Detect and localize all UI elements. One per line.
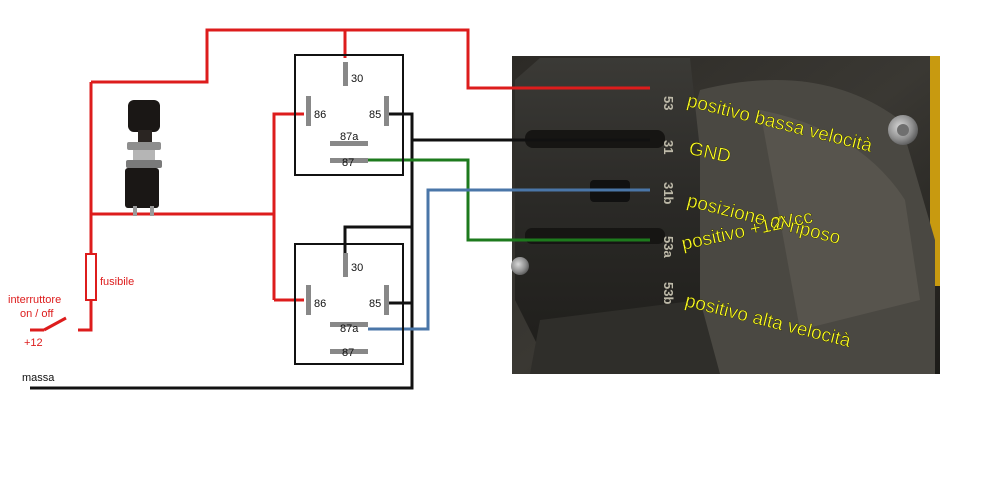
connector-pin-53a: 53a [661, 236, 676, 258]
wire-blue [368, 188, 650, 331]
switch-label-line2: on / off [20, 308, 54, 320]
bolt-icon [888, 115, 918, 145]
wire-red-86 [272, 112, 304, 300]
push-button-switch-icon [125, 100, 162, 216]
toggle-switch-icon [30, 316, 67, 332]
fuse-label: fusibile [100, 276, 134, 288]
wires [30, 28, 650, 390]
wire-red-fuse-bottom [78, 300, 93, 332]
wire-red-feed-top [91, 28, 650, 90]
relay-bottom-pin-85: 85 [369, 298, 381, 310]
wire-green [368, 158, 650, 242]
connector-photo: 53 31 31b 53a 53b positivo bassa velocit… [511, 56, 940, 374]
connector-pin-53b: 53b [661, 282, 676, 304]
connector-pin-31: 31 [661, 140, 676, 154]
relay-bottom-pin-87: 87 [342, 347, 354, 359]
wire-ground [30, 112, 414, 390]
relay-top: 30 86 85 87a 87 [294, 54, 404, 176]
relay-bottom-pin-86: 86 [314, 298, 326, 310]
relay-top-pin-87: 87 [342, 157, 354, 169]
fuse-icon [85, 253, 97, 301]
switch-label-line1: interruttore [8, 294, 61, 306]
relay-top-pin-85: 85 [369, 109, 381, 121]
connector-pin-53: 53 [661, 96, 676, 110]
ground-label: massa [22, 372, 55, 384]
supply-label: +12 [24, 337, 43, 349]
connector-pin-31b: 31b [661, 182, 676, 204]
relay-top-pin-87a: 87a [340, 131, 359, 143]
relay-bottom-pin-30: 30 [351, 262, 363, 274]
bolt-icon [511, 257, 529, 275]
relay-bottom: 30 86 85 87a 87 [294, 243, 404, 365]
relay-top-pin-30: 30 [351, 73, 363, 85]
wire-black-30b [343, 225, 412, 253]
relay-top-pin-86: 86 [314, 109, 326, 121]
relay-bottom-pin-87a: 87a [340, 323, 359, 335]
